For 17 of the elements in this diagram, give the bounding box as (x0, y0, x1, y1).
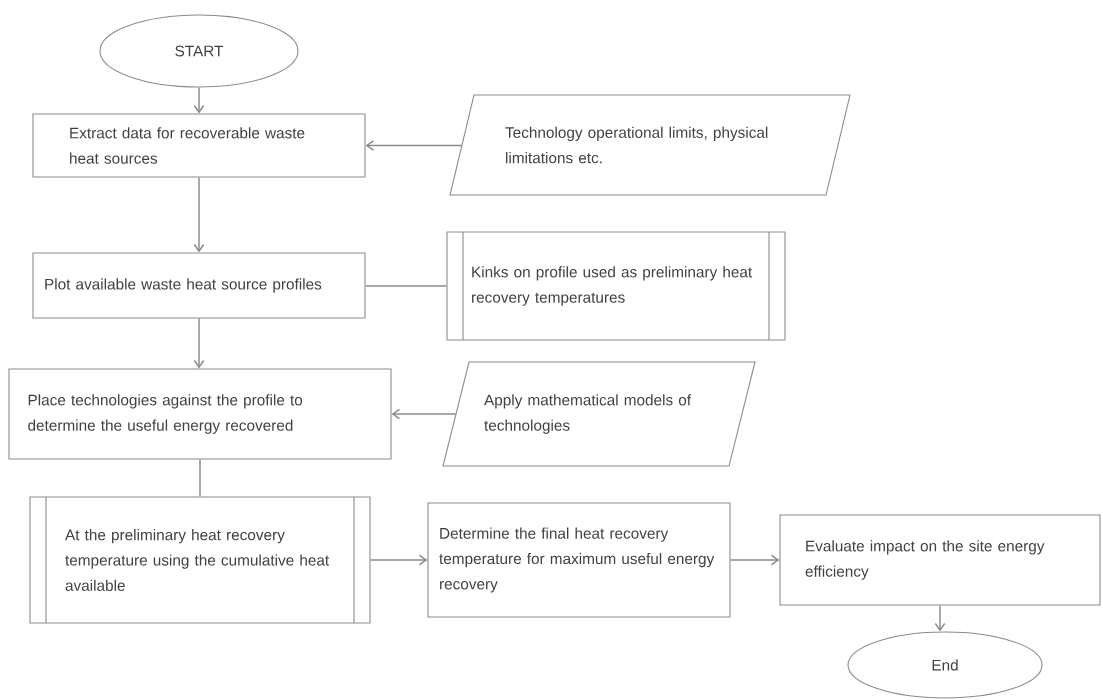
arrow (365, 140, 463, 151)
arrow (369, 554, 428, 566)
input-parallelogram: Apply mathematical models of technologies (442, 361, 756, 467)
arrow (193, 86, 205, 114)
arrow (729, 554, 780, 566)
arrow (391, 408, 457, 420)
process-box: Evaluate impact on the site energy efficiency (779, 514, 1101, 606)
arrow (934, 604, 946, 632)
input-parallelogram: Technology operational limits, physical limitations etc. (449, 94, 851, 196)
process-box: Extract data for recoverable waste heat sources (32, 113, 366, 178)
process-box: Plot available waste heat source profiles (32, 252, 366, 319)
process-box: Place technologies against the profile to determine the useful energy recovered (8, 368, 392, 460)
process-box: Determine the final heat recovery temperature for maximum useful energy recovery (427, 502, 731, 618)
arrow (193, 176, 205, 253)
predefined-process-box: Kinks on profile used as preliminary heat recovery temperatures (446, 231, 786, 341)
predefined-process-box: At the preliminary heat recovery temperature using the cumulative heat available (29, 496, 371, 624)
arrow (193, 317, 205, 369)
